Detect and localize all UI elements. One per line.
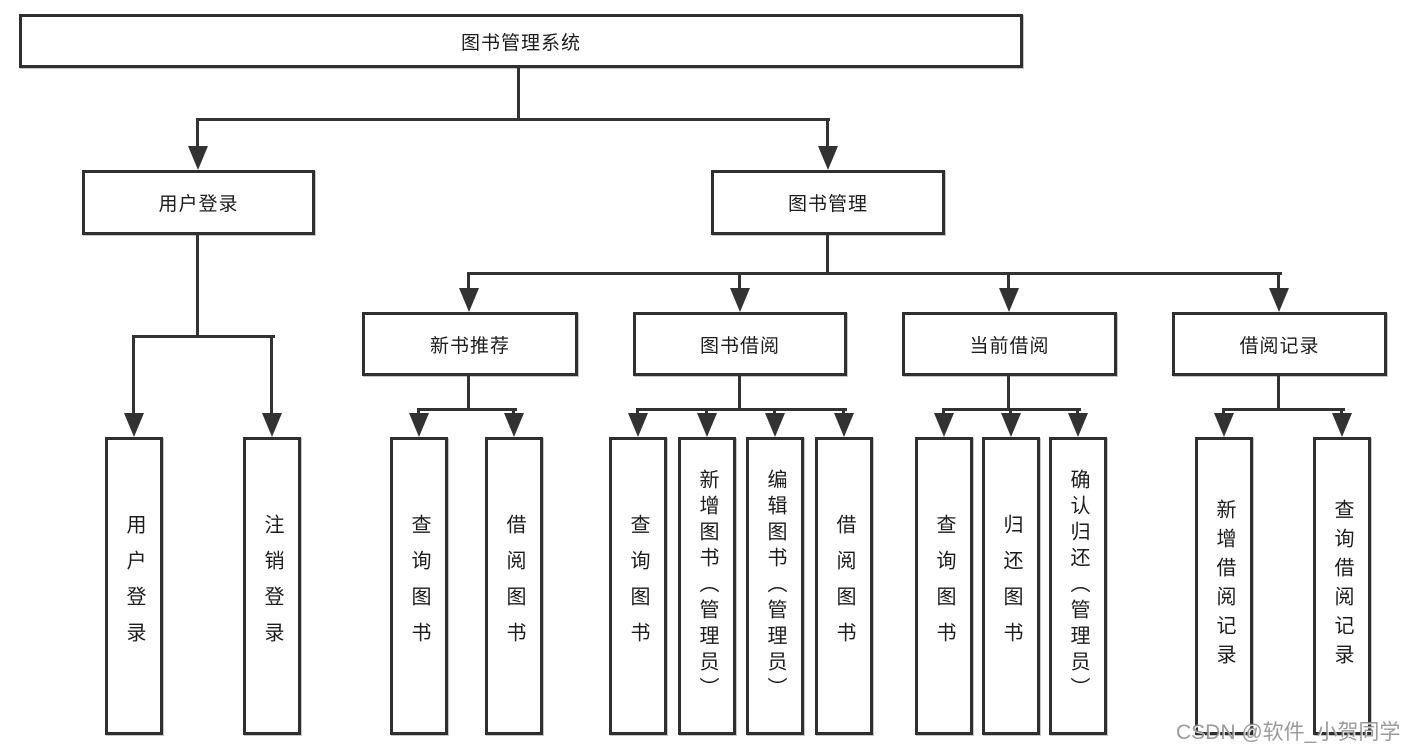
leaf-label: 查询图书	[408, 514, 430, 658]
leaf-add-borrow-record: 新增借阅记录	[1195, 437, 1253, 735]
leaf-label: 查询借阅记录	[1331, 499, 1353, 673]
arrow-to-leaf-borrow-books-2	[842, 408, 845, 413]
node-new-book-recommend: 新书推荐	[362, 312, 578, 376]
arrow-to-leaf-confirm-return	[1076, 408, 1079, 413]
leaf-borrow-books-2: 借阅图书	[815, 437, 873, 735]
arrow-to-leaf-query-record	[1340, 408, 1343, 413]
connector-login-stem	[196, 235, 199, 337]
connector-root-bar	[196, 118, 830, 121]
arrow-to-leaf-user-login	[132, 335, 135, 413]
arrow-to-book-management	[826, 118, 829, 146]
arrow-to-leaf-query-books-2	[636, 408, 639, 413]
connector-recommend-bar	[417, 408, 517, 411]
leaf-query-borrow-record: 查询借阅记录	[1313, 437, 1371, 735]
arrow-to-leaf-edit-book	[773, 408, 776, 413]
arrow-to-leaf-add-record	[1222, 408, 1225, 413]
leaf-query-books-recommend: 查询图书	[390, 437, 448, 735]
node-book-management: 图书管理	[711, 170, 945, 235]
connector-recommend-stem	[467, 376, 470, 410]
leaf-query-books-current: 查询图书	[915, 437, 973, 735]
node-library-management-system: 图书管理系统	[19, 14, 1023, 68]
node-book-borrow: 图书借阅	[633, 312, 847, 376]
arrow-to-borrow-records	[1277, 272, 1280, 288]
connector-mgmt-stem	[826, 235, 829, 274]
arrow-to-leaf-return-books	[1009, 408, 1012, 413]
leaf-label: 注销登录	[261, 514, 283, 658]
arrow-to-leaf-query-books-1	[417, 408, 420, 413]
node-label: 当前借阅	[969, 335, 1050, 357]
leaf-label: 新增图书（管理员）	[696, 469, 718, 703]
leaf-label: 编辑图书（管理员）	[764, 469, 786, 703]
leaf-logout: 注销登录	[243, 437, 301, 735]
connector-login-bar	[132, 335, 275, 338]
leaf-edit-book-admin: 编辑图书（管理员）	[746, 437, 804, 735]
arrow-to-leaf-logout	[270, 335, 273, 413]
arrow-to-leaf-query-books-3	[942, 408, 945, 413]
arrow-to-current-borrow	[1007, 272, 1010, 288]
arrow-to-book-borrow	[738, 272, 741, 288]
connector-current-stem	[1007, 376, 1010, 410]
leaf-label: 新增借阅记录	[1213, 499, 1235, 673]
leaf-label: 归还图书	[1000, 514, 1022, 658]
leaf-add-book-admin: 新增图书（管理员）	[678, 437, 736, 735]
leaf-label: 确认归还（管理员）	[1067, 469, 1089, 703]
leaf-query-books-borrow: 查询图书	[609, 437, 667, 735]
leaf-label: 借阅图书	[503, 514, 525, 658]
connector-borrow-stem	[738, 376, 741, 410]
arrow-to-leaf-add-book	[705, 408, 708, 413]
node-user-login: 用户登录	[82, 170, 315, 235]
node-current-borrow: 当前借阅	[902, 312, 1117, 376]
csdn-watermark: CSDN @软件_小贺同学	[1176, 721, 1401, 744]
leaf-confirm-return-admin: 确认归还（管理员）	[1049, 437, 1107, 735]
leaf-label: 用户登录	[123, 514, 145, 658]
node-label: 图书借阅	[699, 335, 780, 357]
connector-mgmt-bar	[467, 272, 1282, 275]
leaf-user-login: 用户登录	[105, 437, 163, 735]
leaf-return-books: 归还图书	[982, 437, 1040, 735]
leaf-label: 查询图书	[627, 514, 649, 658]
node-label: 用户登录	[158, 194, 239, 215]
node-label: 图书管理系统	[460, 32, 581, 54]
connector-records-stem	[1277, 376, 1280, 410]
leaf-borrow-books-recommend: 借阅图书	[485, 437, 543, 735]
node-label: 图书管理	[787, 194, 868, 215]
connector-root-stem	[517, 68, 520, 120]
arrow-to-user-login	[196, 118, 199, 146]
leaf-label: 借阅图书	[833, 514, 855, 658]
node-label: 新书推荐	[429, 335, 510, 357]
arrow-to-leaf-borrow-books-1	[512, 408, 515, 413]
leaf-label: 查询图书	[933, 514, 955, 658]
arrow-to-new-book-recommend	[467, 272, 470, 288]
connector-borrow-bar	[636, 408, 847, 411]
node-borrow-records: 借阅记录	[1172, 312, 1387, 376]
node-label: 借阅记录	[1239, 335, 1320, 357]
connector-records-bar	[1222, 408, 1345, 411]
